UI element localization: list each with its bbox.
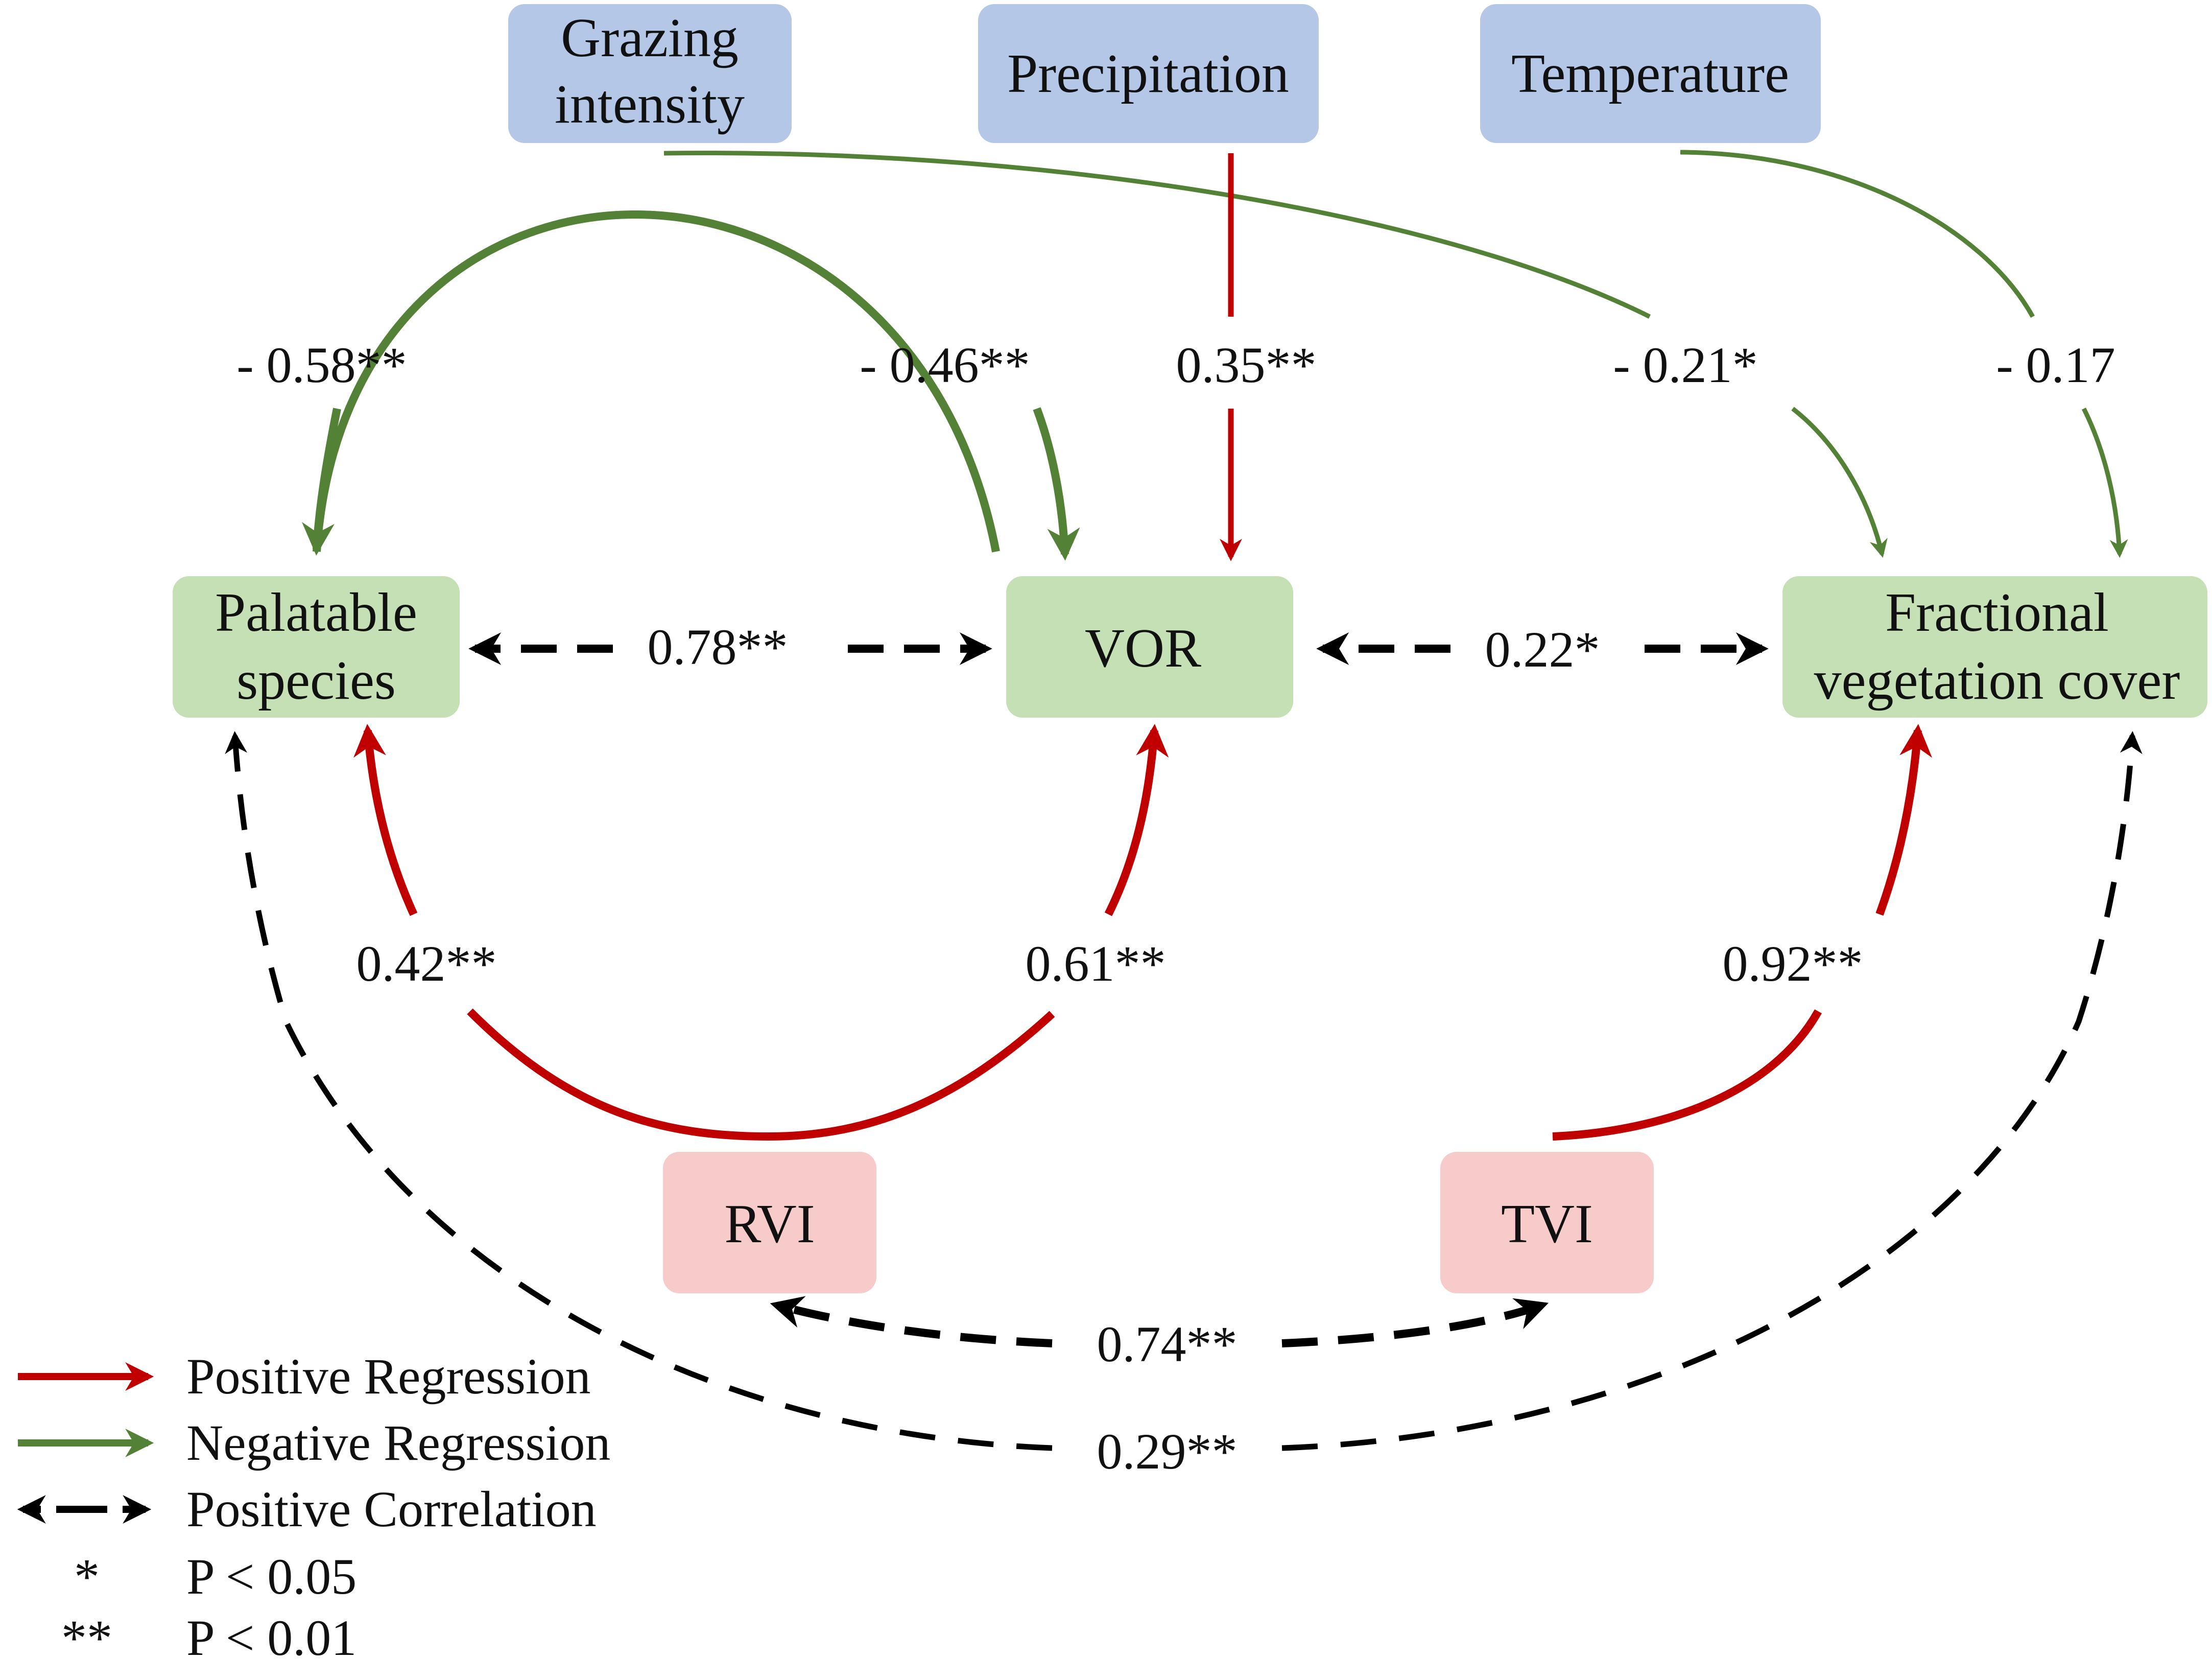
node-rvi-label: RVI (724, 1194, 815, 1254)
path-grazing-fvc-arrow (1791, 407, 1888, 558)
node-vor: VOR (1006, 576, 1293, 718)
path-tvi-fvc-arrow (1875, 724, 1932, 916)
path-rvi-tvi-left (770, 1296, 1053, 1347)
node-fvc-line1: Fractional (1885, 582, 2109, 643)
node-temperature: Temperature (1480, 4, 1821, 143)
coef-grazing-vor: - 0.46** (860, 337, 1030, 393)
path-rvi-vor-arrow (1104, 724, 1169, 916)
coef-rvi-vor: 0.61** (1026, 935, 1166, 992)
legend-positive-correlation: Positive Correlation (186, 1481, 597, 1537)
path-grazing-fvc (663, 151, 1651, 319)
legend-sig2-text: P < 0.01 (186, 1609, 356, 1659)
legend-sig2-symbol: ** (61, 1609, 112, 1659)
coef-rvi-tvi: 0.74** (1097, 1316, 1238, 1372)
legend-positive-regression: Positive Regression (186, 1348, 591, 1405)
node-temperature-label: Temperature (1511, 43, 1789, 104)
node-grazing-line2: intensity (555, 74, 745, 135)
coef-palatable-fvc: 0.29** (1097, 1423, 1238, 1480)
path-rvi-tvi-right (1281, 1298, 1549, 1347)
coef-temp-fvc: - 0.17 (1996, 337, 2115, 393)
path-grazing-palatable-arrow (302, 408, 341, 556)
node-fvc-line2: vegetation cover (1814, 650, 2180, 711)
legend-sig1-symbol: * (74, 1548, 100, 1605)
path-temp-fvc (1680, 150, 2035, 318)
path-palatable-fvc-right (1281, 731, 2143, 1451)
path-grazing-vor-arrow (1033, 407, 1080, 561)
path-temp-fvc-arrow (2081, 407, 2128, 558)
node-fractional-vegetation-cover: Fractional vegetation cover (1782, 576, 2207, 718)
path-tvi-fvc (1552, 1009, 1822, 1141)
node-precipitation: Precipitation (978, 4, 1319, 143)
node-grazing-intensity: Grazing intensity (508, 4, 792, 143)
legend: Positive Regression Negative Regression … (17, 1348, 610, 1659)
coef-grazing-fvc: - 0.21* (1613, 337, 1757, 393)
node-vor-label: VOR (1085, 618, 1201, 679)
node-rvi: RVI (663, 1152, 876, 1293)
legend-sig1-text: P < 0.05 (186, 1548, 356, 1605)
path-palatable-fvc-left (225, 731, 1053, 1451)
path-rvi-palatable (467, 1008, 1055, 1141)
node-palatable-line1: Palatable (215, 582, 417, 643)
node-tvi: TVI (1440, 1152, 1654, 1293)
node-tvi-label: TVI (1501, 1194, 1593, 1254)
coef-grazing-palatable: - 0.58** (236, 337, 407, 393)
node-grazing-line1: Grazing (561, 8, 739, 68)
node-palatable-species: Palatable species (173, 576, 460, 718)
coef-precip-vor: 0.35** (1176, 337, 1317, 393)
coef-tvi-fvc: 0.92** (1723, 935, 1863, 992)
node-palatable-line2: species (236, 650, 396, 711)
coef-vor-fvc: 0.22* (1485, 621, 1600, 678)
coef-rvi-palatable: 0.42** (356, 935, 497, 992)
legend-negative-regression: Negative Regression (186, 1414, 610, 1471)
path-rvi-palatable-arrow (353, 724, 418, 916)
node-precipitation-label: Precipitation (1007, 43, 1289, 104)
path-grazing-palatable (313, 210, 1000, 553)
coef-palatable-vor: 0.78** (648, 619, 788, 675)
